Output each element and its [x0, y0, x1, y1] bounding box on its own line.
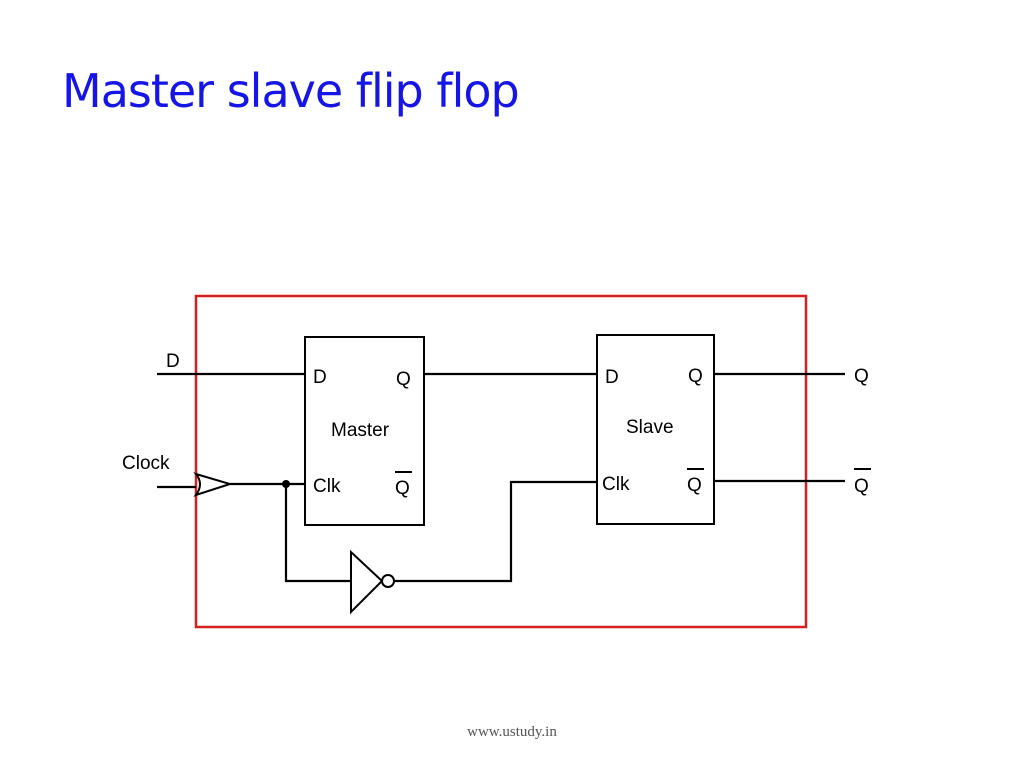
inverter-gate-icon [350, 549, 384, 615]
master-qbar-pin-label: Q [395, 478, 410, 499]
q-output-label: Q [854, 366, 869, 387]
inverter-bubble-icon [381, 574, 395, 588]
master-q-pin-label: Q [396, 369, 411, 390]
d-input-label: D [166, 351, 180, 372]
master-clk-pin-label: Clk [313, 476, 341, 497]
footer-url: www.ustudy.in [467, 724, 557, 740]
circuit-frame [194, 294, 808, 629]
clock-junction-dot [282, 480, 290, 488]
slave-q-pin-label: Q [688, 366, 703, 387]
master-block [304, 336, 425, 526]
master-d-pin-label: D [313, 367, 327, 388]
slave-block [596, 334, 715, 525]
master-name-label: Master [331, 420, 390, 441]
slave-clk-pin-label: Clk [602, 474, 630, 495]
slave-d-pin-label: D [605, 367, 619, 388]
qbar-output-label: Q [854, 476, 869, 497]
clock-input-label: Clock [122, 453, 170, 474]
clock-to-inverter-wire [284, 484, 350, 583]
slide-title: Master slave flip flop [62, 64, 520, 118]
slave-qbar-pin-label: Q [687, 475, 702, 496]
inverter-to-slave-clk-wire [395, 480, 597, 583]
slave-name-label: Slave [626, 417, 674, 438]
clock-buffer-icon [193, 472, 234, 497]
